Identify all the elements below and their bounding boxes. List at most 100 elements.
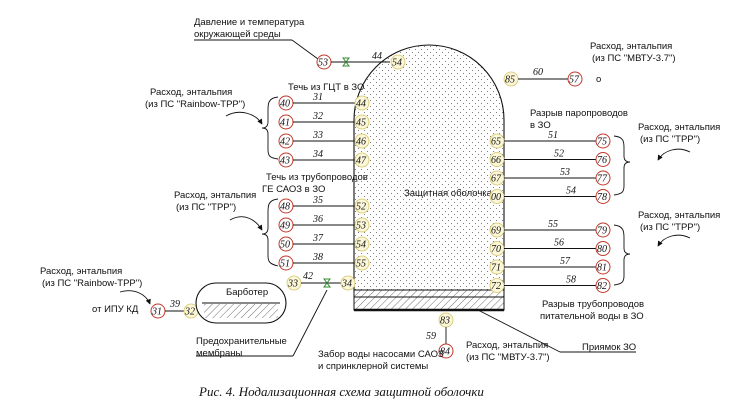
sump-water	[353, 289, 505, 311]
ecss-source-2: (из ПС "TPP")	[176, 202, 236, 213]
node-cv-32-label: 32	[184, 307, 195, 318]
gct-source-2: (из ПС "Rainbow-TPP")	[145, 99, 245, 110]
feed-bc-81-label: 81	[597, 263, 607, 274]
gct-leak-label: Течь из ГЦТ в ЗО	[288, 82, 364, 93]
ecss-cv-52	[354, 198, 370, 214]
gct-cv-47	[354, 152, 370, 168]
gct-cv-47-label: 47	[356, 156, 367, 167]
node-cv-54-top	[390, 54, 406, 70]
membrane-valve-icon	[323, 278, 331, 288]
feed-bc-80	[595, 241, 611, 256]
node-cv-54-top-label: 54	[392, 58, 402, 69]
gct-bc-43-label: 43	[280, 156, 290, 167]
ambient-group: Давление и температура окружающей среды …	[194, 17, 406, 70]
steam-bc-78	[595, 189, 611, 204]
node-bc-84-label: 84	[440, 347, 450, 358]
from-sprinkler-label: о	[596, 74, 601, 85]
feed-cv-69-label: 69	[491, 226, 501, 237]
intake-label-1: Забор воды насосами САОЗ	[318, 349, 444, 360]
membranes-label-2: мембраны	[196, 348, 242, 359]
feed-bc-79	[595, 222, 611, 238]
feed-bc-82	[595, 278, 611, 293]
ecss-cv-55	[354, 255, 370, 271]
ecss-source-1: Расход, энтальпия	[174, 190, 256, 201]
membranes-label-1: Предохранительные	[196, 336, 287, 347]
pit-label: Приямок ЗО	[582, 342, 636, 353]
sprinkler-source-1: Расход, энтальпия	[590, 41, 672, 52]
ecss-junction: 36	[312, 214, 323, 225]
intake-dest-1: Расход, энтальпия	[466, 340, 548, 351]
feed-junction: 55	[548, 219, 558, 230]
ecss-cv-54	[354, 236, 370, 252]
ambient-label-2: окружающей среды	[194, 29, 281, 40]
steam-cv-67-label: 67	[491, 174, 502, 185]
steam-rupture-2: в ЗО	[530, 120, 551, 131]
feed-rupture-2: питательной воды в ЗО	[540, 311, 644, 322]
steam-cv-65-label: 65	[491, 137, 501, 148]
ecss-leak-label-1: Течь из трубопроводов	[266, 172, 368, 183]
gct-leak-group: Течь из ГЦТ в ЗО Расход, энтальпия (из П…	[145, 82, 370, 168]
ecss-bc-49-label: 49	[280, 221, 290, 232]
steam-cv-00-label: 00	[491, 192, 501, 203]
node-bc-57	[567, 71, 583, 87]
gct-bc-42-label: 42	[280, 137, 290, 148]
node-cv-34-label: 34	[341, 279, 352, 290]
feed-bc-79-label: 79	[597, 226, 607, 237]
ecss-cv-53-label: 53	[356, 221, 366, 232]
gct-cv-45	[354, 114, 370, 130]
node-cv-83-label: 83	[440, 316, 450, 327]
feed-cv-72-label: 72	[491, 281, 501, 292]
feed-junction: 58	[566, 275, 576, 286]
steam-bc-75	[595, 133, 611, 149]
ecss-leak-label-2: ГЕ САОЗ в ЗО	[262, 184, 325, 195]
steam-cv-66-label: 66	[491, 155, 501, 166]
gct-cv-46	[354, 133, 370, 149]
gct-junction: 32	[312, 111, 323, 122]
feed-bc-82-label: 82	[597, 281, 607, 292]
node-cv-85-label: 85	[505, 75, 515, 86]
junction-39: 39	[169, 299, 180, 310]
valve-icon	[342, 57, 350, 67]
ecss-bc-48-label: 48	[280, 202, 290, 213]
gct-cv-45-label: 45	[356, 118, 366, 129]
junction-44-top: 44	[372, 51, 382, 62]
node-cv-34	[340, 275, 356, 291]
from-ipu-label: от ИПУ КД	[92, 304, 139, 315]
containment-vessel: Защитная оболочка	[353, 44, 505, 312]
gct-bc-41-label: 41	[280, 118, 290, 129]
steam-source-1: Расход, энтальпия	[638, 122, 720, 133]
steam-rupture-1: Разрыв паропроводов	[530, 108, 628, 119]
feed-rupture-group: Расход, энтальпия (из ПС "TPP") 69557970…	[489, 210, 720, 322]
steam-source-2: (из ПС "TPP")	[640, 134, 700, 145]
containment-label: Защитная оболочка	[404, 188, 493, 199]
feed-bc-80-label: 80	[597, 244, 607, 255]
ecss-cv-53	[354, 217, 370, 233]
sprinkler-source-2: (из ПС "МВТУ-3.7")	[592, 53, 676, 64]
ecss-junction: 37	[312, 233, 324, 244]
ecss-bc-51-label: 51	[280, 259, 290, 270]
ecss-cv-52-label: 52	[356, 202, 366, 213]
ecss-junction: 38	[312, 252, 323, 263]
figure-caption: Рис. 4. Нодализационная схема защитной о…	[198, 384, 484, 399]
feed-cv-70-label: 70	[491, 244, 501, 255]
steam-junction: 54	[566, 186, 576, 197]
feed-source-1: Расход, энтальпия	[638, 210, 720, 221]
gct-junction: 33	[312, 130, 323, 141]
gct-junction: 31	[312, 92, 323, 103]
gct-cv-44-label: 44	[356, 99, 366, 110]
ecss-leak-group: Течь из трубопроводов ГЕ САОЗ в ЗО Расхо…	[174, 172, 370, 271]
gct-cv-44	[354, 95, 370, 111]
steam-bc-75-label: 75	[597, 137, 607, 148]
steam-rupture-group: Разрыв паропроводов в ЗО Расход, энтальп…	[489, 108, 720, 204]
bubbler-source-1: Расход, энтальпия	[40, 266, 122, 277]
steam-junction: 52	[554, 149, 564, 160]
junction-60: 60	[533, 67, 543, 78]
bubbler-group: Расход, энтальпия (из ПС "Rainbow-TPP") …	[40, 266, 356, 359]
bubbler-label: Барботер	[226, 287, 268, 298]
feed-bc-81	[595, 259, 611, 275]
junction-42: 42	[303, 271, 313, 282]
junction-59: 59	[426, 331, 436, 342]
